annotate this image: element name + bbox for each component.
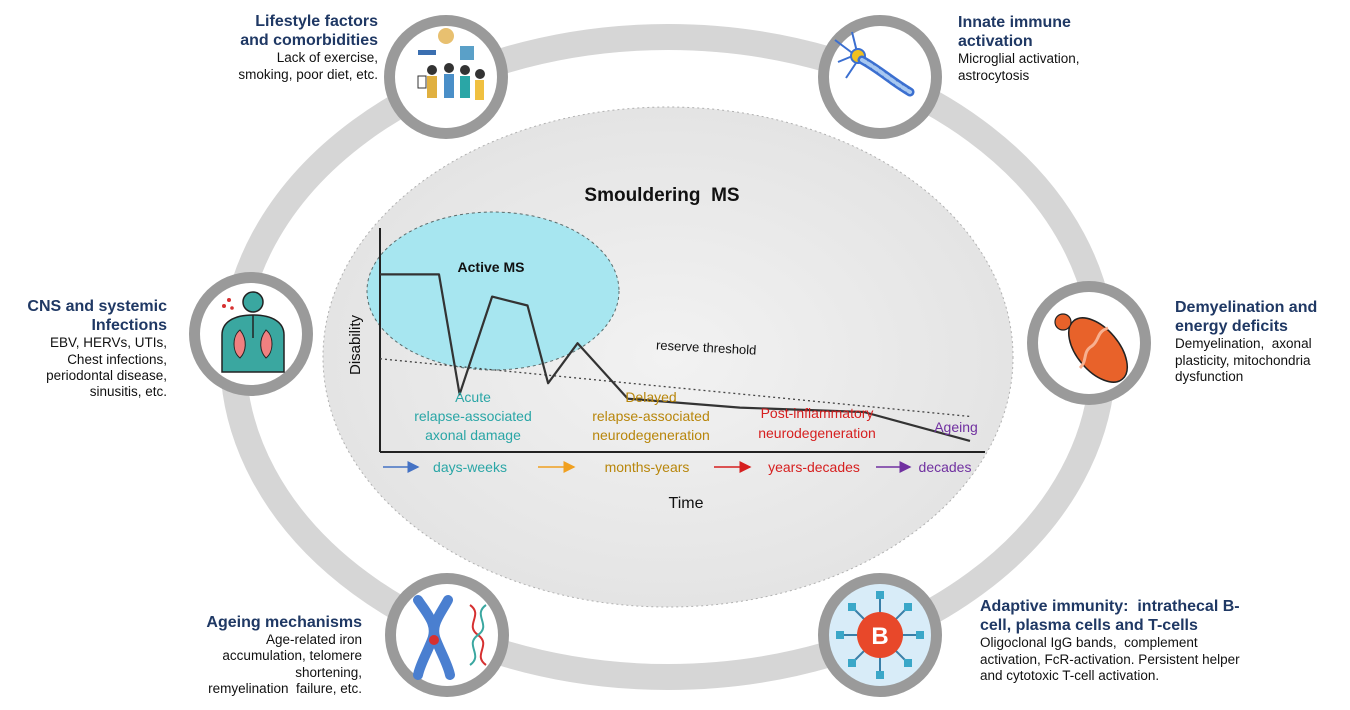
active-ms-zone: [366, 211, 620, 371]
b-cell-icon: B: [818, 573, 942, 697]
phase-acute-line2: relapse-associated: [414, 408, 532, 424]
mitochondria-icon: [1027, 281, 1151, 405]
phase-acute-line1: Acute: [455, 389, 491, 405]
people-exercise-icon: [384, 15, 508, 139]
innate-title-2: activation: [958, 33, 1033, 51]
infections-desc-1: EBV, HERVs, UTIs,: [49, 335, 167, 351]
ageing-title-1: Ageing mechanisms: [206, 614, 362, 631]
ageing-desc-4: remyelination failure, etc.: [208, 680, 362, 696]
reserve-threshold-label: reserve threshold: [656, 337, 757, 357]
ageing-label: Ageing mechanisms Age-related iron accum…: [150, 613, 362, 697]
ageing-desc-3: shortening,: [295, 664, 362, 680]
timeline-days-weeks: days-weeks: [433, 459, 507, 475]
phase-acute-line3: axonal damage: [425, 427, 521, 443]
adaptive-desc-1: Oligoclonal IgG bands, complement: [980, 635, 1198, 651]
chromosome-dna-icon: [385, 573, 509, 697]
demyelination-label: Demyelination and energy deficits Demyel…: [1175, 298, 1350, 385]
y-axis-label: Disability: [347, 314, 364, 375]
phase-post-line1: Post-inflammatory: [761, 405, 874, 421]
phase-delayed-line3: neurodegeneration: [592, 427, 710, 443]
demyelination-desc-1: Demyelination, axonal: [1175, 336, 1312, 352]
adaptive-desc-3: and cytotoxic T-cell activation.: [980, 667, 1160, 683]
infections-desc-4: sinusitis, etc.: [89, 383, 167, 399]
ageing-desc-2: accumulation, telomere: [222, 648, 362, 664]
adaptive-desc-2: activation, FcR-activation. Persistent h…: [980, 651, 1240, 667]
infections-title-2: Infections: [91, 317, 167, 335]
lifestyle-title-1: Lifestyle factors: [255, 13, 378, 30]
phase-delayed-line2: relapse-associated: [592, 408, 710, 424]
demyelination-title-2: energy deficits: [1175, 318, 1288, 336]
adaptive-label: Adaptive immunity: intrathecal B- cell, …: [980, 597, 1330, 684]
smouldering-ms-title: Smouldering MS: [584, 185, 739, 206]
innate-title-1: Innate immune: [958, 14, 1071, 31]
timeline-decades: decades: [919, 459, 972, 475]
lungs-infection-icon: [189, 272, 313, 396]
phase-delayed-line1: Delayed: [625, 389, 676, 405]
infections-desc-2: Chest infections,: [67, 351, 167, 367]
microglia-neuron-icon: [818, 15, 942, 139]
timeline-years-decades: years-decades: [768, 459, 860, 475]
lifestyle-desc-1: Lack of exercise,: [276, 50, 378, 66]
infections-desc-3: periodontal disease,: [46, 367, 167, 383]
innate-desc-2: astrocytosis: [958, 67, 1030, 83]
x-axis-label: Time: [669, 495, 704, 512]
adaptive-title-1: Adaptive immunity: intrathecal B-: [980, 598, 1240, 615]
demyelination-desc-2: plasticity, mitochondria: [1175, 352, 1311, 368]
innate-label: Innate immune activation Microglial acti…: [958, 13, 1218, 84]
b-cell-letter: B: [871, 623, 888, 650]
adaptive-title-2: cell, plasma cells and T-cells: [980, 617, 1198, 635]
phase-post-line2: neurodegeneration: [758, 425, 876, 441]
timeline-months-years: months-years: [605, 459, 690, 475]
active-ms-label: Active MS: [458, 259, 525, 275]
lifestyle-label: Lifestyle factors and comorbidities Lack…: [155, 12, 378, 83]
phase-ageing-line1: Ageing: [934, 419, 978, 435]
infections-label: CNS and systemic Infections EBV, HERVs, …: [0, 297, 167, 400]
innate-desc-1: Microglial activation,: [958, 51, 1080, 67]
lifestyle-title-2: and comorbidities: [240, 32, 378, 50]
demyelination-desc-3: dysfunction: [1175, 368, 1244, 384]
demyelination-title-1: Demyelination and: [1175, 299, 1318, 316]
ageing-desc-1: Age-related iron: [265, 632, 362, 648]
reserve-threshold-line: [379, 358, 971, 418]
lifestyle-desc-2: smoking, poor diet, etc.: [238, 66, 378, 82]
infections-title-1: CNS and systemic: [27, 298, 167, 315]
